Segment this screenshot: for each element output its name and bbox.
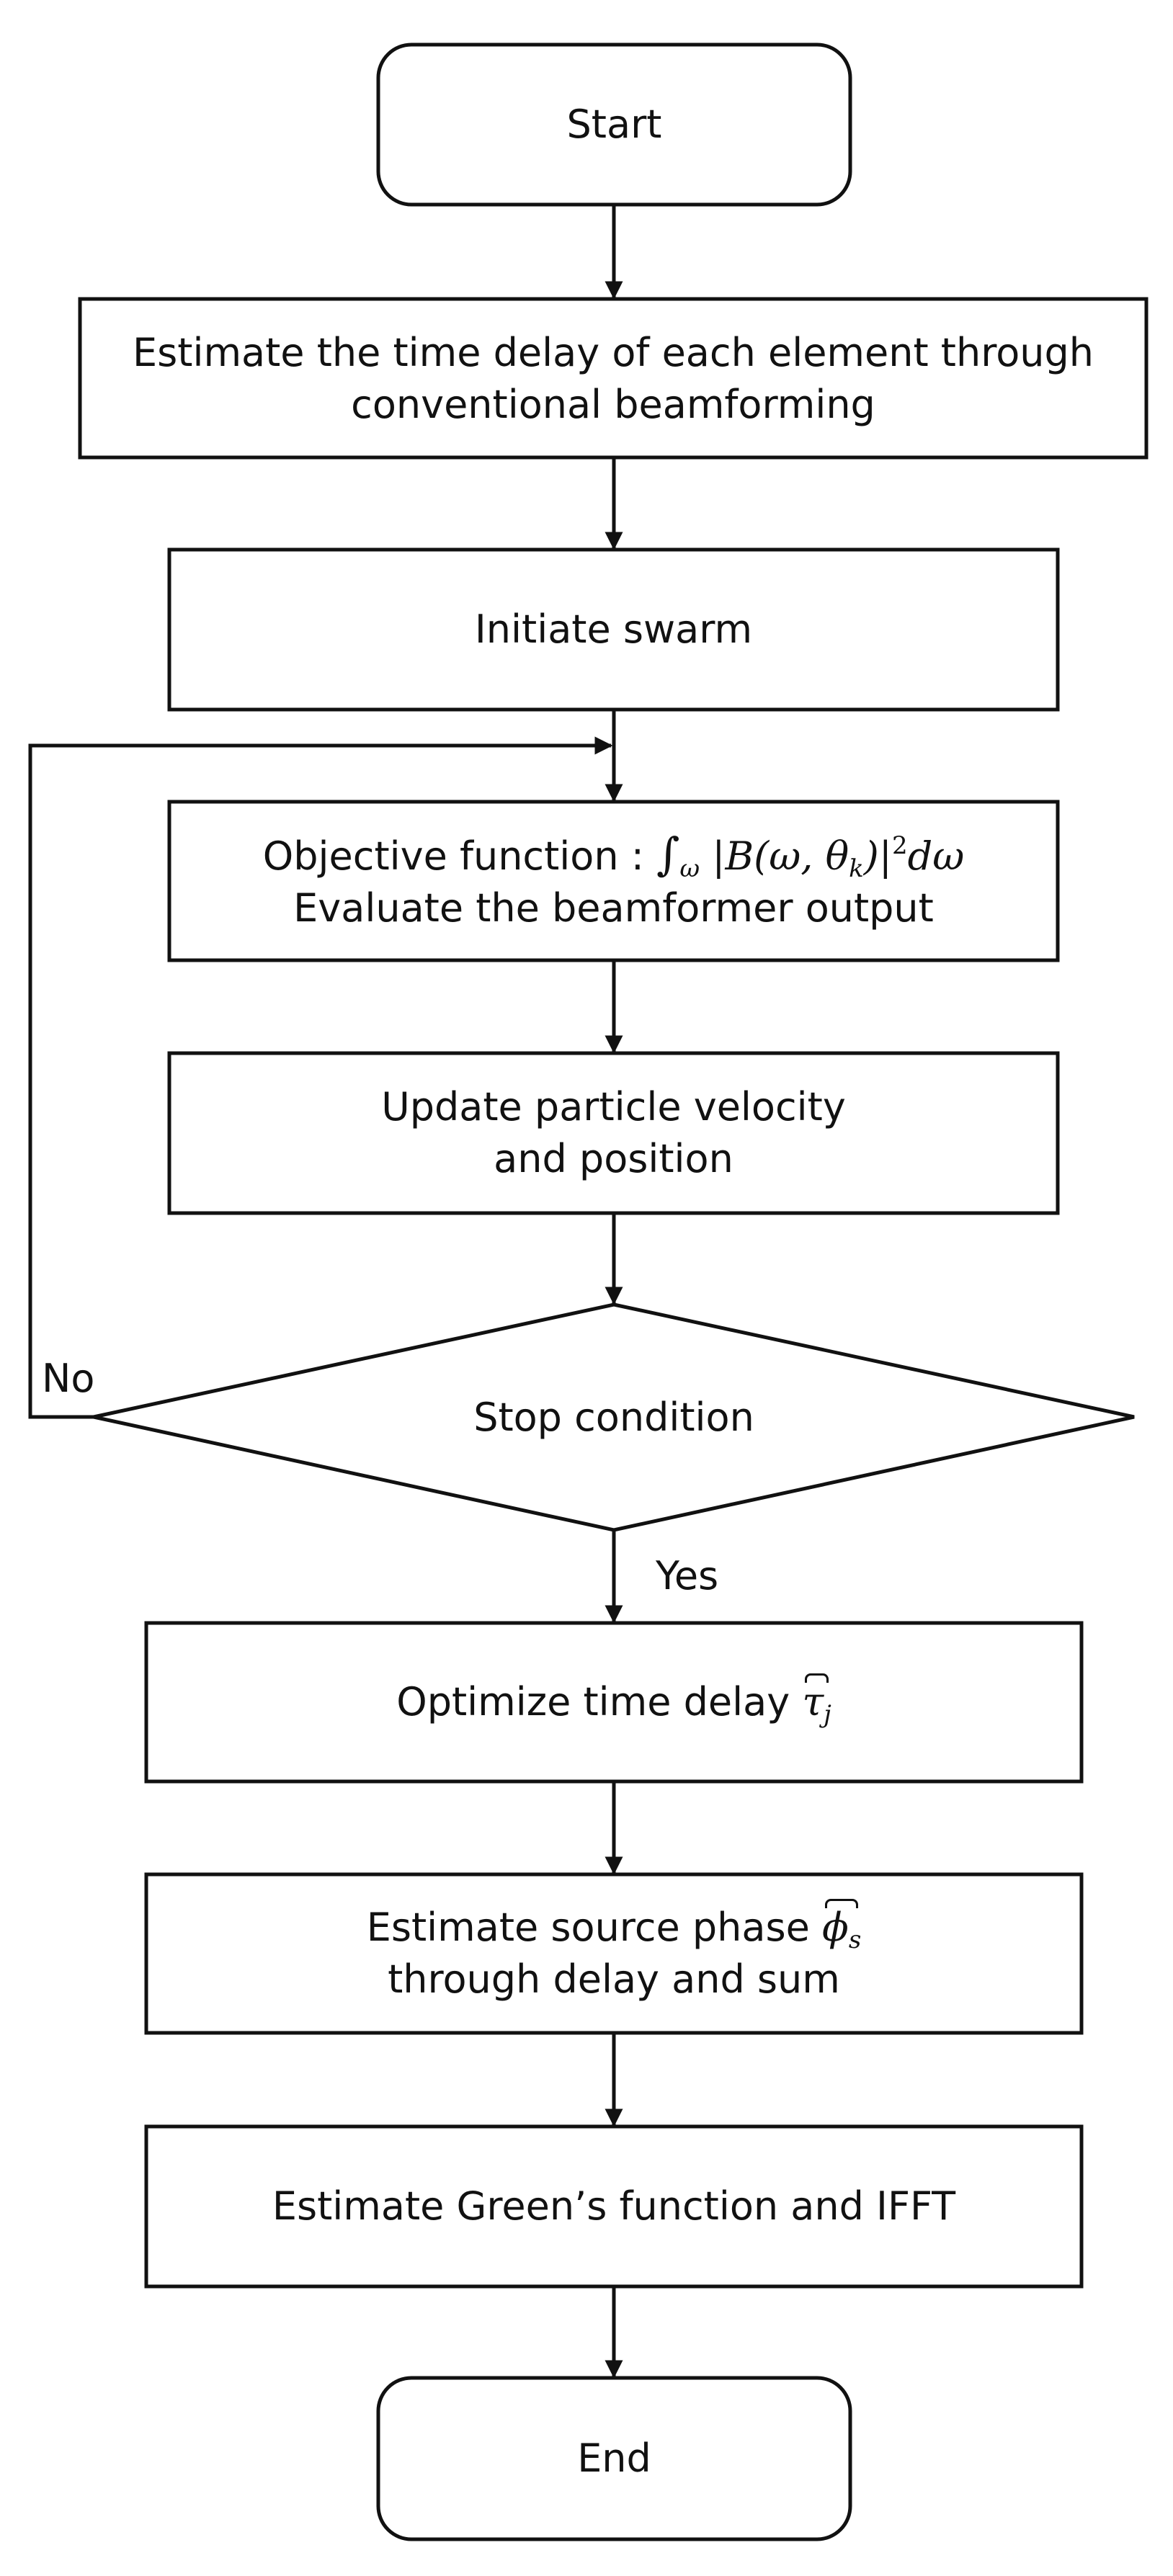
estimate-phase-prefix: Estimate source phase [366,1905,823,1950]
objective-function-line-2: Evaluate the beamformer output [293,885,934,931]
objective-function-line-1: Objective function : ∫ω |B(ω, θk)|2dω [169,828,1058,882]
start-label: Start [378,99,850,151]
optimize-delay-line: Optimize time delay τj [146,1673,1081,1729]
stop-condition-text: Stop condition [473,1395,754,1440]
update-particle-label: Update particle velocity and position [169,1081,1058,1185]
estimate-phase-line-1: Estimate source phase ϕs [146,1899,1081,1954]
estimate-phase-label: Estimate source phase ϕs through delay a… [146,1899,1081,2005]
tau-subscript: j [824,1700,831,1729]
objective-suffix: dω [907,833,965,879]
end-label: End [378,2433,850,2485]
integral-symbol: ∫ [656,828,680,880]
no-edge-label: No [42,1356,95,1401]
abs-close: )| [863,833,892,879]
optimize-delay-label: Optimize time delay τj [146,1673,1081,1729]
end-text: End [577,2436,651,2481]
update-particle-line-2: and position [494,1136,733,1181]
yes-edge-label: Yes [656,1553,719,1598]
phi-symbol: ϕ [822,1905,849,1950]
estimate-delay-line-1: Estimate the time delay of each element … [133,330,1094,375]
objective-function-label: Objective function : ∫ω |B(ω, θk)|2dω Ev… [169,828,1058,934]
start-text: Start [566,102,662,147]
initiate-swarm-text: Initiate swarm [474,607,753,652]
estimate-phase-line-2: through delay and sum [388,1956,840,2002]
initiate-swarm-label: Initiate swarm [169,604,1058,656]
greens-function-text: Estimate Green’s function and IFFT [272,2183,956,2229]
estimate-delay-line-2: conventional beamforming [351,382,875,427]
tau-symbol: τ [802,1679,824,1725]
theta-subscript: k [849,854,864,883]
stop-condition-label: Stop condition [94,1392,1134,1444]
update-particle-line-1: Update particle velocity [381,1084,846,1130]
objective-prefix: Objective function : [262,833,657,879]
objective-formula: ∫ω |B(ω, θk)|2dω [656,828,965,882]
phi-subscript: s [848,1926,862,1954]
power-superscript: 2 [892,831,908,860]
tau-hat-symbol: τj [802,1673,831,1729]
greens-function-label: Estimate Green’s function and IFFT [146,2181,1081,2232]
integral-subscript: ω [679,854,700,883]
abs-open: |B(ω, θ [712,833,849,879]
arrow-stop-condition-no-loop [28,736,613,1419]
optimize-prefix: Optimize time delay [396,1679,803,1725]
phi-hat-symbol: ϕs [822,1899,862,1954]
estimate-delay-label: Estimate the time delay of each element … [80,327,1146,431]
